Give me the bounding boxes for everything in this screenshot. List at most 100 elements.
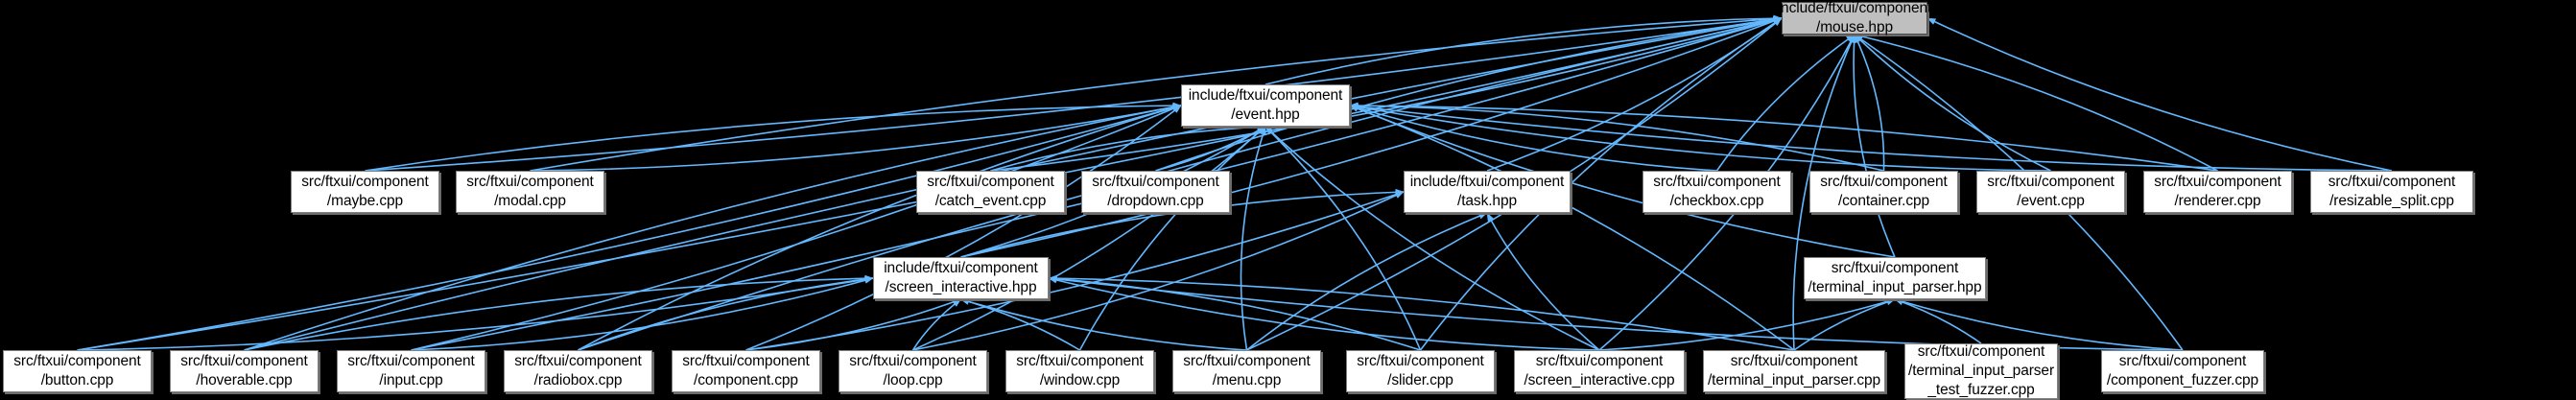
graph-node-catch_event[interactable]: src/ftxui/component/catch_event.cpp: [916, 171, 1065, 213]
node-label-line1: include/ftxui/component: [884, 260, 1038, 276]
node-label-line1: include/ftxui/component: [1777, 0, 1932, 16]
edge-event_cpp-to-event: [1349, 104, 2051, 172]
graph-node-component_fuzzer[interactable]: src/ftxui/component/component_fuzzer.cpp: [2101, 350, 2264, 392]
graph-node-screen_cpp[interactable]: src/ftxui/component/screen_interactive.c…: [1514, 350, 1685, 392]
edge-modal-to-mouse: [530, 15, 1783, 172]
edge-renderer-to-mouse: [1854, 33, 2218, 172]
node-label-line2: /event.cpp: [2017, 193, 2085, 209]
edge-screen_hpp-to-mouse: [960, 17, 1783, 258]
node-label-line2: /mouse.hpp: [1816, 19, 1893, 35]
edge-catch_event-to-mouse: [990, 16, 1783, 172]
node-label-line2: /modal.cpp: [494, 193, 566, 209]
edge-slider-to-mouse: [1419, 17, 1783, 351]
graph-node-maybe[interactable]: src/ftxui/component/maybe.cpp: [291, 171, 439, 213]
node-label-line1: src/ftxui/component: [1357, 353, 1484, 369]
edge-resizable_split-to-event: [1349, 103, 2393, 172]
node-label-line2: /terminal_input_parser.hpp: [1808, 279, 1982, 295]
graph-node-tip_test_fuzzer[interactable]: src/ftxui/component/terminal_input_parse…: [1904, 343, 2058, 399]
graph-node-modal[interactable]: src/ftxui/component/modal.cpp: [456, 171, 604, 213]
node-label-line1: include/ftxui/component: [1188, 87, 1343, 104]
graph-node-button[interactable]: src/ftxui/component/button.cpp: [3, 350, 152, 392]
edge-screen_cpp-to-task: [1486, 212, 1600, 351]
node-label-line2: /task.hpp: [1456, 193, 1517, 209]
edge-slider-to-event: [1264, 126, 1422, 351]
node-label-line2: /hoverable.cpp: [196, 372, 293, 388]
node-label-line1: src/ftxui/component: [1016, 353, 1144, 369]
node-label-line1: src/ftxui/component: [2118, 353, 2247, 369]
graph-node-tip_hpp[interactable]: src/ftxui/component/terminal_input_parse…: [1804, 257, 1986, 299]
graph-node-input[interactable]: src/ftxui/component/input.cpp: [337, 350, 485, 392]
node-label-line1: src/ftxui/component: [1917, 343, 2045, 360]
graph-node-task[interactable]: include/ftxui/component/task.hpp: [1404, 171, 1571, 213]
edge-tip_hpp-to-mouse: [1851, 34, 1896, 258]
edge-catch_event-to-event: [990, 123, 1266, 172]
node-label-line1: src/ftxui/component: [927, 174, 1054, 190]
edge-radiobox-to-screen_hpp: [578, 275, 874, 351]
node-label-line1: src/ftxui/component: [514, 353, 642, 369]
node-label-line1: src/ftxui/component: [180, 353, 308, 369]
graph-node-menu[interactable]: src/ftxui/component/menu.cpp: [1172, 350, 1321, 392]
edge-container-to-mouse: [1854, 34, 1885, 172]
graph-node-loop[interactable]: src/ftxui/component/loop.cpp: [839, 350, 987, 392]
edge-component_fuzzer-to-screen_hpp: [1048, 275, 2184, 351]
node-label-line1: src/ftxui/component: [2154, 174, 2281, 190]
edge-slider-to-screen_hpp: [1048, 275, 1421, 351]
graph-node-hoverable[interactable]: src/ftxui/component/hoverable.cpp: [170, 350, 319, 392]
node-label-line2: /radiobox.cpp: [533, 372, 623, 388]
graph-node-container[interactable]: src/ftxui/component/container.cpp: [1809, 171, 1958, 213]
edge-button-to-event: [77, 104, 1182, 351]
graph-node-slider[interactable]: src/ftxui/component/slider.cpp: [1346, 350, 1495, 392]
node-label-line1: src/ftxui/component: [301, 174, 429, 190]
node-label-line2: /event.hpp: [1231, 106, 1300, 123]
graph-node-mouse[interactable]: include/ftxui/component/mouse.hpp: [1778, 0, 1932, 35]
graph-node-screen_hpp[interactable]: include/ftxui/component/screen_interacti…: [873, 257, 1049, 299]
edge-tip_hpp-to-event: [1349, 105, 1896, 258]
edge-maybe-to-mouse: [365, 15, 1783, 172]
edge-dropdown-to-mouse: [1155, 15, 1783, 172]
node-label-line2: /checkbox.cpp: [1669, 193, 1764, 209]
edge-component_cpp-to-screen_hpp: [745, 298, 961, 351]
edge-checkbox-to-mouse: [1715, 34, 1855, 172]
graph-node-checkbox[interactable]: src/ftxui/component/checkbox.cpp: [1642, 171, 1791, 213]
node-label-line2: /window.cpp: [1039, 372, 1121, 388]
edge-tip_cpp-to-mouse: [1792, 34, 1855, 351]
node-label-line1: src/ftxui/component: [1820, 174, 1948, 190]
graph-node-radiobox[interactable]: src/ftxui/component/radiobox.cpp: [504, 350, 652, 392]
graph-node-resizable_split[interactable]: src/ftxui/component/resizable_split.cpp: [2310, 171, 2473, 213]
node-label-line2: /container.cpp: [1837, 193, 1930, 209]
node-label-line1: src/ftxui/component: [1535, 353, 1664, 369]
edge-radiobox-to-mouse: [578, 16, 1783, 351]
node-label-line1: src/ftxui/component: [1092, 174, 1219, 190]
node-label-line2: /menu.cpp: [1212, 372, 1282, 388]
node-label-line3: _test_fuzzer.cpp: [1927, 382, 2035, 398]
node-label-line2: /screen_interactive.hpp: [885, 279, 1037, 295]
graph-node-tip_cpp[interactable]: src/ftxui/component/terminal_input_parse…: [1703, 350, 1885, 392]
node-label-line1: src/ftxui/component: [849, 353, 977, 369]
edge-tip_cpp-to-event: [1349, 105, 1795, 351]
edge-container-to-event: [1349, 102, 1884, 172]
edge-loop-to-event: [912, 126, 1266, 351]
edge-window-to-event: [1078, 126, 1266, 351]
graph-node-event_cpp[interactable]: src/ftxui/component/event.cpp: [1976, 171, 2125, 213]
edge-event_cpp-to-mouse: [1854, 34, 2051, 172]
edge-input-to-event: [411, 105, 1182, 351]
node-label-line1: src/ftxui/component: [1987, 174, 2115, 190]
node-label-line2: /catch_event.cpp: [934, 193, 1047, 209]
edge-component_fuzzer-to-tip_hpp: [1894, 298, 2184, 351]
graph-node-renderer[interactable]: src/ftxui/component/renderer.cpp: [2143, 171, 2292, 213]
graph-node-window[interactable]: src/ftxui/component/window.cpp: [1005, 350, 1154, 392]
node-label-line2: /screen_interactive.cpp: [1524, 372, 1675, 388]
graph-node-event[interactable]: include/ftxui/component/event.hpp: [1181, 84, 1350, 127]
edge-modal-to-event: [530, 104, 1182, 172]
node-label-line1: src/ftxui/component: [466, 174, 594, 190]
node-label-line2: /terminal_input_parser: [1907, 363, 2055, 379]
edge-button-to-screen_hpp: [77, 275, 874, 351]
edge-tip_cpp-to-tip_hpp: [1793, 298, 1896, 351]
graph-node-component_cpp[interactable]: src/ftxui/component/component.cpp: [672, 350, 820, 392]
edge-menu-to-screen_hpp: [960, 298, 1247, 351]
edge-component_cpp-to-event: [745, 105, 1182, 351]
node-label-line1: src/ftxui/component: [1653, 174, 1781, 190]
node-label-line2: /input.cpp: [379, 372, 443, 388]
graph-node-dropdown[interactable]: src/ftxui/component/dropdown.cpp: [1081, 171, 1230, 213]
